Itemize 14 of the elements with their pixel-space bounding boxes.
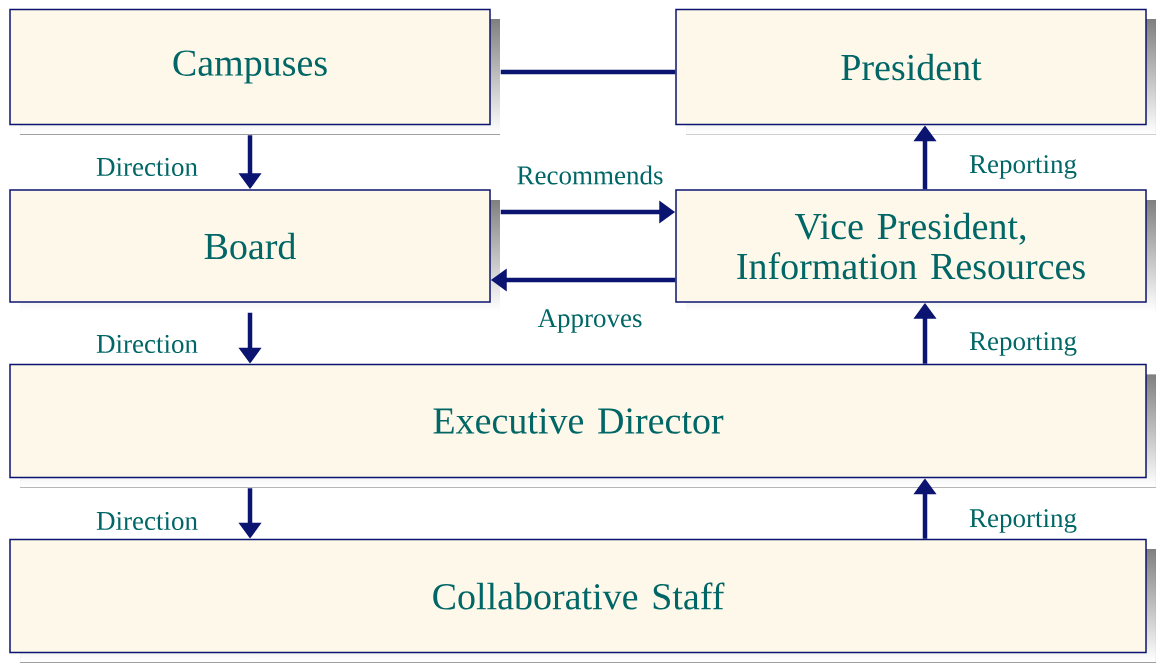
- edge-label: Reporting: [969, 332, 1077, 356]
- edge-label: Direction: [96, 157, 198, 177]
- process-box: Campuses: [9, 8, 500, 135]
- process-box: President: [675, 8, 1156, 135]
- process-box: Executive Director: [9, 363, 1156, 488]
- edge-label: Approves: [537, 309, 642, 333]
- edge-label: Reporting: [969, 155, 1077, 179]
- process-box: Board: [9, 189, 500, 312]
- process-box: Vice President, Information Resources: [675, 189, 1156, 312]
- process-box: Collaborative Staff: [9, 538, 1156, 663]
- edge-label: Recommends: [517, 165, 663, 185]
- edge-label: Direction: [96, 334, 198, 354]
- edge-label: Reporting: [969, 509, 1077, 533]
- edge-label: Direction: [96, 511, 198, 531]
